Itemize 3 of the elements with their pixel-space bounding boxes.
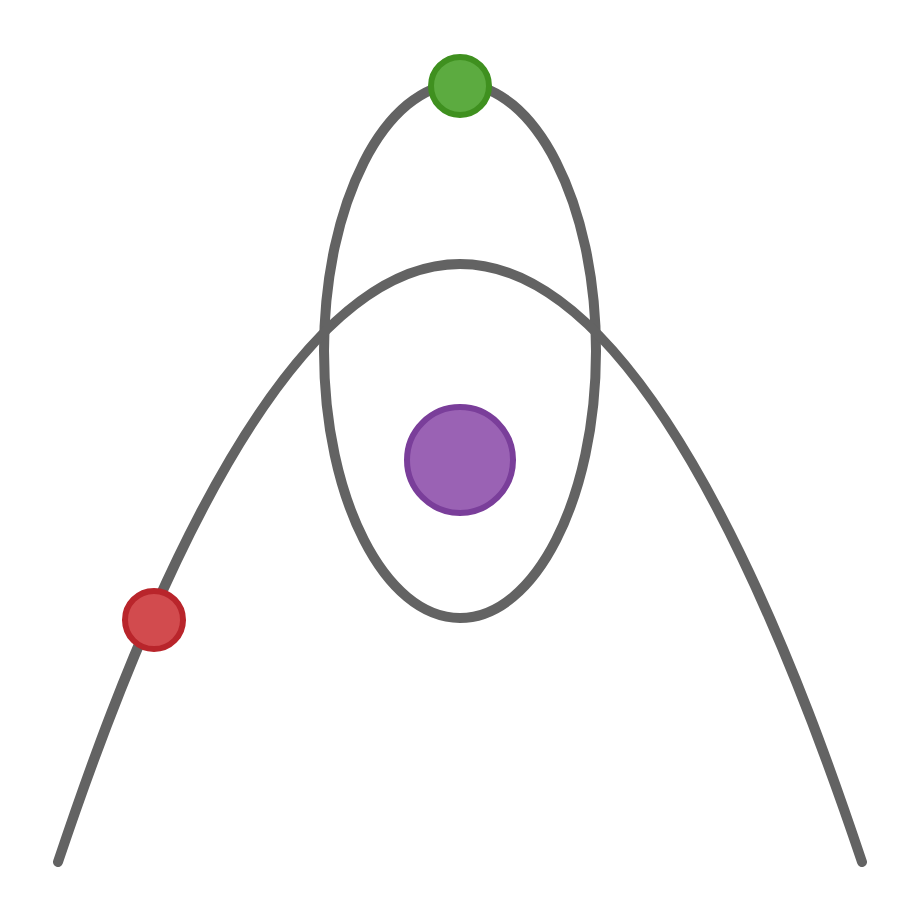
small-circle: [122, 588, 186, 652]
small-circle: [428, 54, 492, 118]
large-circle: [404, 404, 516, 516]
